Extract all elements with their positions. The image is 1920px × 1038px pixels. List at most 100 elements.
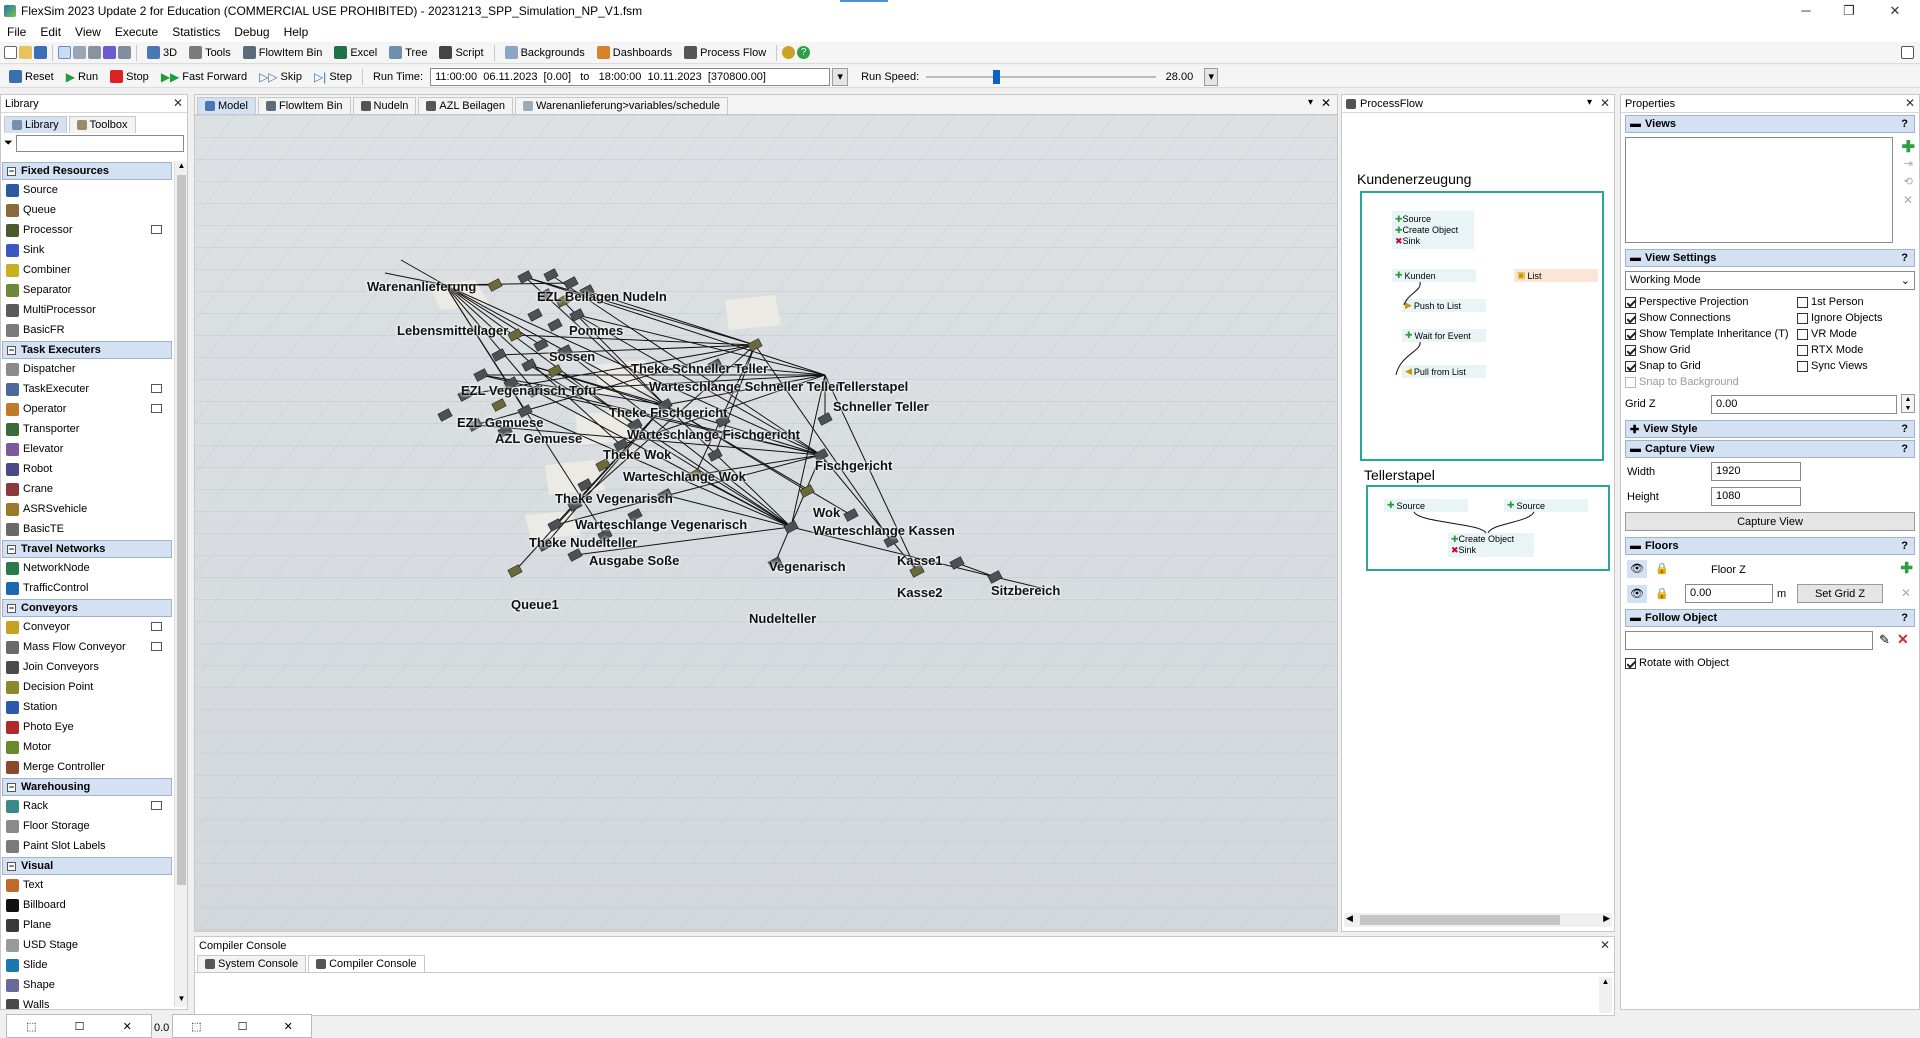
pf-act-source[interactable]: ✚Source bbox=[1395, 213, 1432, 224]
properties-close-icon[interactable]: ✕ bbox=[1904, 96, 1915, 110]
model-object[interactable] bbox=[547, 364, 563, 378]
height-input[interactable]: 1080 bbox=[1711, 487, 1801, 506]
library-item-photo-eye[interactable]: Photo Eye bbox=[2, 717, 172, 737]
library-item-paint-slot-labels[interactable]: Paint Slot Labels bbox=[2, 836, 172, 856]
library-item-basicte[interactable]: BasicTE bbox=[2, 519, 172, 539]
pf-hscrollbar[interactable]: ◀ ▶ bbox=[1344, 913, 1612, 927]
model-object[interactable] bbox=[747, 338, 763, 352]
pf-act-sink[interactable]: ✖Sink bbox=[1395, 235, 1421, 246]
model-object[interactable] bbox=[527, 308, 543, 322]
library-item-transporter[interactable]: Transporter bbox=[2, 419, 172, 439]
menu-execute[interactable]: Execute bbox=[114, 25, 159, 39]
expand-icon[interactable] bbox=[151, 642, 162, 651]
library-item-decision-point[interactable]: Decision Point bbox=[2, 677, 172, 697]
section-floors[interactable]: ▬Floors? bbox=[1625, 537, 1915, 555]
pf-act-pull-from-list[interactable]: ◀Pull from List bbox=[1402, 365, 1486, 378]
excel-button[interactable]: Excel bbox=[329, 43, 382, 63]
section-follow-object[interactable]: ▬Follow Object? bbox=[1625, 609, 1915, 627]
mini2-close-icon[interactable]: ✕ bbox=[283, 1020, 293, 1033]
tree-button[interactable]: Tree bbox=[384, 43, 432, 63]
step-button[interactable]: ▷|Step bbox=[309, 67, 357, 87]
category-conveyors[interactable]: −Conveyors bbox=[2, 599, 172, 617]
model-object[interactable] bbox=[595, 458, 611, 472]
check-show-grid[interactable]: Show Grid bbox=[1625, 344, 1797, 356]
library-item-station[interactable]: Station bbox=[2, 697, 172, 717]
library-item-dispatcher[interactable]: Dispatcher bbox=[2, 359, 172, 379]
model-object[interactable] bbox=[537, 288, 553, 302]
check-snap-to-grid[interactable]: Snap to Grid bbox=[1625, 360, 1797, 372]
checkbox[interactable] bbox=[1625, 312, 1636, 324]
model-object[interactable] bbox=[503, 376, 519, 390]
model-object[interactable] bbox=[527, 384, 543, 398]
library-item-rack[interactable]: Rack bbox=[2, 796, 172, 816]
run-speed-slider[interactable] bbox=[926, 68, 1157, 86]
mini1-close-icon[interactable]: ✕ bbox=[122, 1020, 132, 1033]
model-object[interactable] bbox=[517, 270, 533, 284]
model-object[interactable] bbox=[813, 448, 829, 462]
collapse-icon[interactable]: − bbox=[7, 165, 16, 176]
collapse-icon[interactable]: − bbox=[7, 602, 16, 613]
library-item-multiprocessor[interactable]: MultiProcessor bbox=[2, 300, 172, 320]
collapse-icon[interactable]: − bbox=[7, 543, 16, 554]
3d-button[interactable]: 3D bbox=[142, 43, 182, 63]
pf-act-create-object-2[interactable]: ✚Create Object bbox=[1451, 534, 1515, 544]
delete-view-icon[interactable]: ✕ bbox=[1902, 193, 1913, 207]
tab-nudeln[interactable]: Nudeln bbox=[352, 97, 417, 114]
set-grid-z-button[interactable]: Set Grid Z bbox=[1797, 584, 1883, 603]
pf-act-source-a[interactable]: ✚Source bbox=[1384, 499, 1468, 512]
tools-button[interactable]: Tools bbox=[184, 43, 236, 63]
gear-icon[interactable] bbox=[782, 46, 796, 59]
console-close-icon[interactable]: ✕ bbox=[1599, 938, 1610, 952]
model-object[interactable] bbox=[783, 520, 799, 534]
dashboards-button[interactable]: Dashboards bbox=[592, 43, 677, 63]
refresh-view-icon[interactable]: ⟲ bbox=[1903, 176, 1913, 188]
expand-icon[interactable] bbox=[151, 225, 162, 234]
pf-act-sink-2[interactable]: ✖Sink bbox=[1451, 545, 1477, 555]
minimized-window-1[interactable]: ⬚☐✕ bbox=[6, 1014, 152, 1038]
library-item-usd-stage[interactable]: USD Stage bbox=[2, 935, 172, 955]
category-visual[interactable]: −Visual bbox=[2, 857, 172, 875]
model-object[interactable] bbox=[487, 278, 503, 292]
library-item-walls[interactable]: Walls bbox=[2, 995, 172, 1009]
reset-button[interactable]: Reset bbox=[4, 67, 59, 87]
model-object[interactable] bbox=[817, 412, 833, 426]
checkbox[interactable] bbox=[1625, 360, 1636, 372]
skip-button[interactable]: ▷▷Skip bbox=[254, 67, 307, 87]
checkbox[interactable] bbox=[1625, 344, 1636, 356]
check-perspective-projection[interactable]: Perspective Projection bbox=[1625, 296, 1797, 308]
model-object[interactable] bbox=[767, 556, 783, 570]
pf-block-create[interactable]: ✚Create Object ✖Sink bbox=[1448, 533, 1534, 557]
backgrounds-button[interactable]: Backgrounds bbox=[500, 43, 590, 63]
library-close-icon[interactable]: ✕ bbox=[172, 96, 183, 110]
minimized-window-2[interactable]: ⬚☐✕ bbox=[172, 1014, 312, 1038]
floor2-visible-eye-icon[interactable]: 👁 bbox=[1627, 585, 1647, 603]
category-task-executers[interactable]: −Task Executers bbox=[2, 341, 172, 359]
save-icon[interactable] bbox=[34, 46, 47, 59]
run-speed-dropdown[interactable]: ▾ bbox=[1204, 67, 1219, 86]
expand-icon[interactable] bbox=[151, 384, 162, 393]
library-item-asrsvehicle[interactable]: ASRSvehicle bbox=[2, 499, 172, 519]
capture-view-help-icon[interactable]: ? bbox=[1901, 443, 1908, 455]
model-object[interactable] bbox=[627, 508, 643, 522]
pf-act-create-object[interactable]: ✚Create Object bbox=[1395, 224, 1459, 235]
model-object[interactable] bbox=[569, 308, 585, 322]
library-item-merge-controller[interactable]: Merge Controller bbox=[2, 757, 172, 777]
capture-view-button[interactable]: Capture View bbox=[1625, 512, 1915, 531]
flowitem-bin-button[interactable]: FlowItem Bin bbox=[238, 43, 328, 63]
rotate-with-object-row[interactable]: Rotate with Object bbox=[1625, 657, 1915, 669]
connect-icon[interactable] bbox=[73, 46, 86, 59]
view-style-help-icon[interactable]: ? bbox=[1901, 423, 1908, 435]
checkbox[interactable] bbox=[1797, 312, 1808, 324]
collapse-icon[interactable]: − bbox=[7, 781, 16, 792]
model-object[interactable] bbox=[687, 468, 703, 482]
menu-file[interactable]: File bbox=[7, 25, 27, 39]
model-object[interactable] bbox=[707, 358, 723, 372]
select-icon[interactable] bbox=[88, 46, 101, 59]
add-floor-icon[interactable]: ✚ bbox=[1900, 560, 1913, 577]
delete-floor-icon[interactable]: ✕ bbox=[1900, 586, 1911, 600]
rename-view-icon[interactable]: ⇥ bbox=[1903, 158, 1913, 170]
checkbox[interactable] bbox=[1625, 296, 1636, 308]
console-scrollbar[interactable]: ▲ bbox=[1599, 977, 1612, 1013]
section-view-settings[interactable]: ▬View Settings? bbox=[1625, 249, 1915, 267]
model-object[interactable] bbox=[507, 328, 523, 342]
